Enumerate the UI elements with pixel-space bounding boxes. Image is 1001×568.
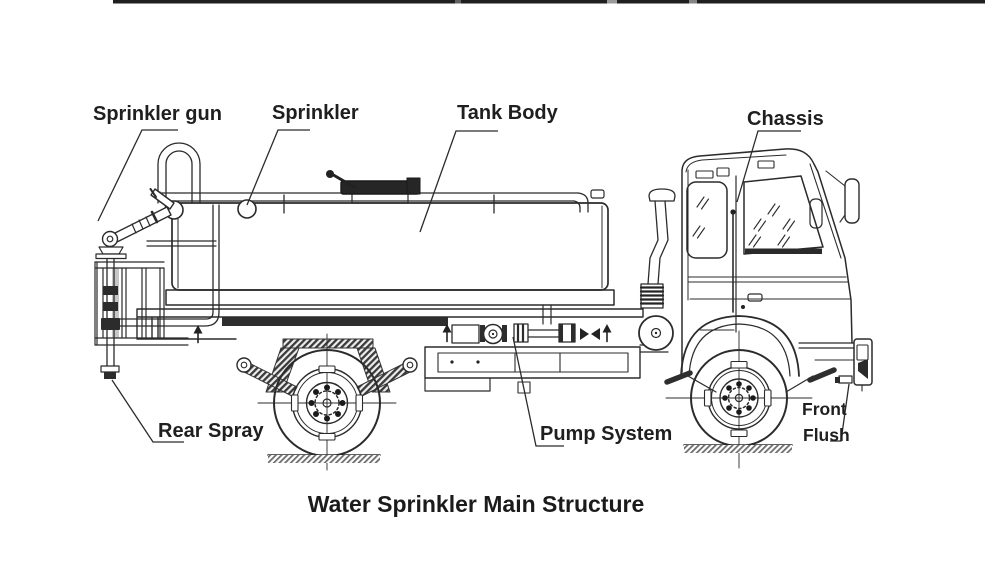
- sprinkler-gun: [95, 188, 175, 260]
- front-flush-nozzle: [835, 375, 853, 384]
- overflow-arch-pipe: [157, 142, 201, 204]
- front-bumper: [853, 338, 873, 392]
- leader-tank-body: [419, 130, 498, 233]
- side-mirror: [844, 178, 860, 224]
- label-pump-system: Pump System: [540, 423, 672, 445]
- front-leaf-springs: [664, 367, 837, 393]
- sprinkler-ball-joint: [237, 199, 257, 219]
- lower-mirror: [809, 198, 823, 229]
- chassis-frame: [424, 346, 641, 394]
- ground-line-rear: [267, 454, 381, 463]
- windshield-pillar: [809, 163, 842, 259]
- tank-skirt: [165, 289, 615, 306]
- label-sprinkler: Sprinkler: [272, 102, 359, 124]
- rear-leaf-springs: [236, 338, 418, 397]
- top-edge-artifact: [113, 0, 985, 4]
- label-front: Front: [802, 399, 847, 419]
- pipe-brackets: [283, 194, 495, 214]
- exhaust-stack: [638, 188, 676, 351]
- rear-spray-feed-pipe: [112, 204, 220, 327]
- tank-corner-fitting: [590, 189, 605, 199]
- leader-front-flush: [830, 383, 850, 442]
- ground-line-front: [683, 444, 793, 453]
- rear-spray-pipe: [100, 257, 120, 379]
- rear-spray-nozzle: [104, 372, 116, 379]
- frame-dark-band: [222, 317, 448, 326]
- leader-pump-system: [512, 336, 564, 447]
- label-tank-body: Tank Body: [457, 102, 559, 124]
- leader-sprinkler-gun: [97, 129, 178, 222]
- manhole-cover: [326, 170, 421, 204]
- manhole-lever: [328, 171, 356, 189]
- leader-rear-spray: [111, 379, 184, 443]
- wheel-bolts: [722, 381, 756, 415]
- callout-labels: Sprinkler gun Sprinkler Tank Body Chassi…: [93, 102, 850, 445]
- pump-system: [451, 323, 600, 345]
- leader-sprinkler: [246, 129, 310, 206]
- door-handle: [747, 293, 763, 302]
- label-chassis: Chassis: [747, 108, 824, 130]
- rear-quarter-window: [686, 181, 728, 259]
- chassis-rails: [136, 308, 644, 340]
- diagram-title: Water Sprinkler Main Structure: [308, 491, 645, 517]
- front-fender-arch: [680, 315, 800, 377]
- cab: [639, 148, 860, 377]
- leader-chassis: [736, 130, 801, 203]
- label-flush: Flush: [803, 425, 850, 445]
- door-window: [743, 175, 824, 255]
- label-rear-spray: Rear Spray: [158, 420, 264, 442]
- label-sprinkler-gun: Sprinkler gun: [93, 103, 222, 125]
- exhaust-cap: [648, 188, 676, 202]
- glass-marks: [692, 196, 796, 248]
- callout-leaders: [97, 129, 850, 447]
- wheel-bolts: [308, 384, 346, 422]
